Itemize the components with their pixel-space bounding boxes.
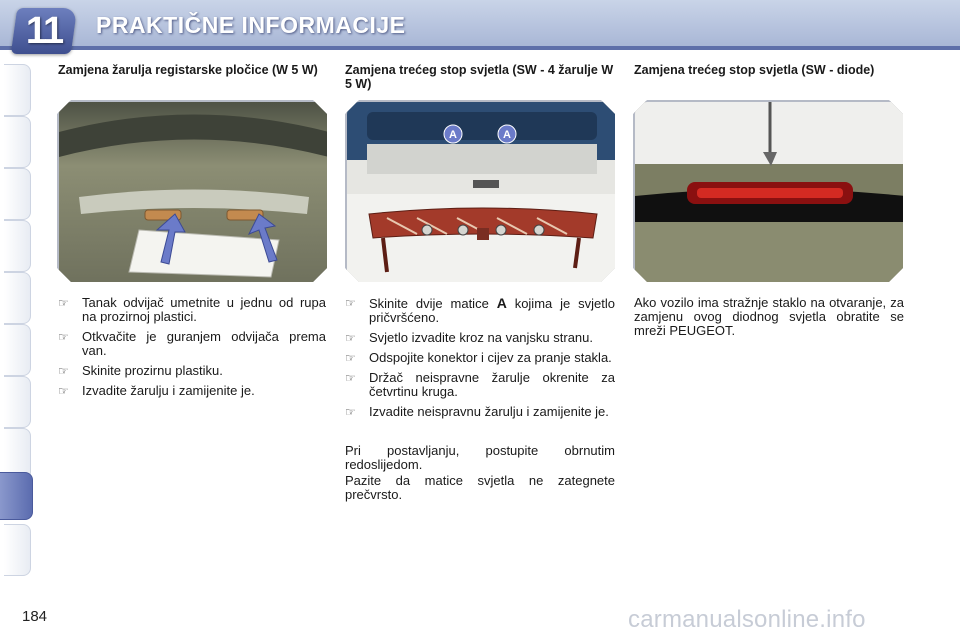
step-text: Tanak odvijač umetnite u jednu od rupa n… [82, 295, 326, 324]
step-text: Držač neispravne žarulje okrenite za čet… [369, 370, 615, 399]
step-text: Izvadite neispravnu žarulju i zamijenite… [369, 404, 609, 419]
chapter-number: 11 [25, 10, 64, 52]
page-header [0, 0, 960, 50]
list-item: ☞ Držač neispravne žarulje okrenite za če… [345, 371, 615, 399]
list-item: ☞ Skinite prozirnu plastiku. [58, 363, 326, 379]
steps-list-licence-plate: ☞ Tanak odvijač umetnite u jednu od rupa … [58, 296, 326, 404]
third-brake-light-bulbs-photo: A A [345, 100, 615, 282]
step-text: Svjetlo izvadite kroz na vanjsku stranu. [369, 330, 593, 345]
page-title: PRAKTIČNE INFORMACIJE [96, 12, 406, 38]
step-text: Otkvačite je guranjem odvijača prema van… [82, 329, 326, 358]
section-title-licence-plate: Zamjena žarulja registarske pločice (W 5… [58, 63, 318, 77]
hand-pointer-icon: ☞ [345, 405, 356, 419]
step-text: Odspojite konektor i cijev za pranje sta… [369, 350, 612, 365]
hand-pointer-icon: ☞ [345, 296, 356, 310]
section-title-brake-light-diodes: Zamjena trećeg stop svjetla (SW - diode) [634, 63, 875, 77]
tightening-warning: Pazite da matice svjetla ne zategnete pr… [345, 473, 615, 502]
hand-pointer-icon: ☞ [345, 351, 356, 365]
steps-list-brake-light-bulbs: ☞ Skinite dvije matice A kojima je svjetl… [345, 296, 615, 425]
list-item: ☞ Tanak odvijač umetnite u jednu od rupa … [58, 296, 326, 324]
list-item: ☞ Svjetlo izvadite kroz na vanjsku stranu… [345, 330, 615, 346]
list-item: ☞ Skinite dvije matice A kojima je svjetl… [345, 296, 615, 325]
step-text: kojima je svjetlo pričvršćeno. [369, 296, 615, 325]
step-text: Skinite dvije matice [369, 296, 497, 311]
list-item: ☞ Odspojite konektor i cijev za pranje st… [345, 350, 615, 366]
page-number: 184 [22, 608, 48, 625]
side-tab-active[interactable] [0, 472, 33, 520]
hand-pointer-icon: ☞ [58, 330, 69, 344]
watermark: carmanualsonline.info [628, 606, 866, 633]
hand-pointer-icon: ☞ [345, 331, 356, 345]
list-item: ☞ Otkvačite je guranjem odvijača prema va… [58, 330, 326, 358]
licence-plate-lamp-photo [57, 100, 327, 282]
side-tab[interactable] [4, 428, 31, 480]
diode-info-paragraph: Ako vozilo ima stražnje staklo na otvara… [634, 295, 904, 338]
hand-pointer-icon: ☞ [58, 296, 69, 310]
reassembly-note: Pri postavljanju, postupite obrnutim red… [345, 443, 615, 472]
label-a-right: A [503, 129, 511, 141]
step-text: Izvadite žarulju i zamijenite je. [82, 383, 255, 398]
side-tab[interactable] [4, 272, 31, 324]
side-tab[interactable] [4, 64, 31, 116]
hand-pointer-icon: ☞ [58, 384, 69, 398]
hand-pointer-icon: ☞ [58, 364, 69, 378]
side-tab[interactable] [4, 116, 31, 168]
label-a-left: A [449, 129, 457, 141]
side-tab[interactable] [4, 524, 31, 576]
third-brake-light-diodes-photo [633, 100, 903, 282]
side-tab[interactable] [4, 168, 31, 220]
side-tab[interactable] [4, 220, 31, 272]
list-item: ☞ Izvadite neispravnu žarulju i zamijenit… [345, 404, 615, 420]
chapter-side-tabs [0, 64, 34, 576]
section-title-brake-light-bulbs: Zamjena trećeg stop svjetla (SW - 4 žaru… [345, 63, 614, 91]
step-text: Skinite prozirnu plastiku. [82, 363, 223, 378]
side-tab[interactable] [4, 324, 31, 376]
nut-label-a: A [496, 295, 507, 311]
hand-pointer-icon: ☞ [345, 371, 356, 385]
side-tab[interactable] [4, 376, 31, 428]
list-item: ☞ Izvadite žarulju i zamijenite je. [58, 383, 326, 399]
